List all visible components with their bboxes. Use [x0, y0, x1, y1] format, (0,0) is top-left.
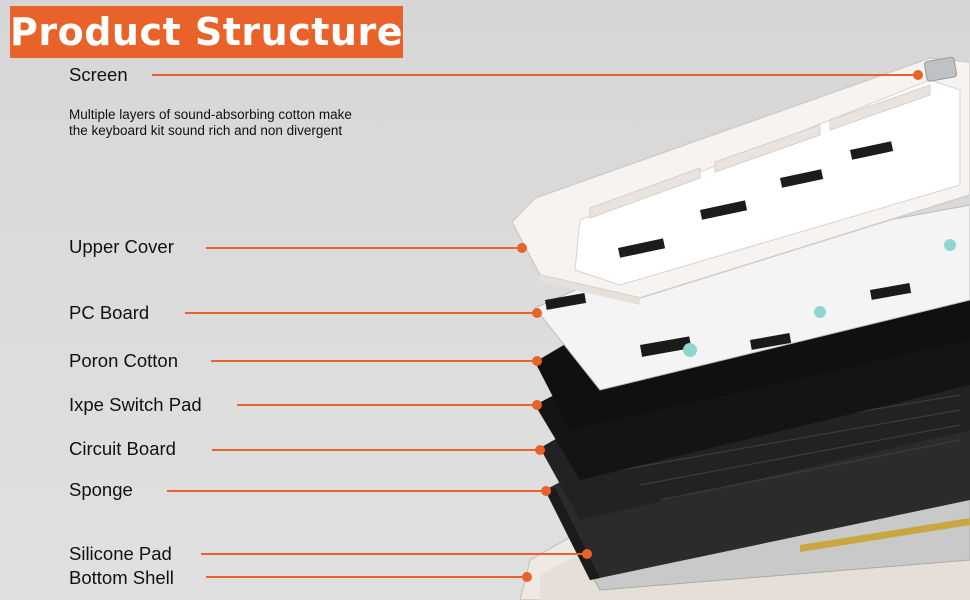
- leader-circuit-board: [212, 449, 539, 451]
- label-ixpe-switch-pad: Ixpe Switch Pad: [69, 394, 202, 415]
- leader-upper-cover: [206, 247, 522, 249]
- label-sponge: Sponge: [69, 479, 133, 500]
- dot-bottom-shell: [522, 572, 532, 582]
- leader-ixpe-switch-pad: [237, 404, 537, 406]
- dot-silicone-pad: [582, 549, 592, 559]
- leader-sponge: [167, 490, 546, 492]
- dot-pc-board: [532, 308, 542, 318]
- leader-pc-board: [185, 312, 537, 314]
- label-circuit-board: Circuit Board: [69, 438, 176, 459]
- leader-bottom-shell: [206, 576, 527, 578]
- sound-note-line-1: Multiple layers of sound-absorbing cotto…: [69, 107, 352, 122]
- label-pc-board: PC Board: [69, 302, 150, 323]
- dot-poron-cotton: [532, 356, 542, 366]
- leader-poron-cotton: [211, 360, 537, 362]
- label-screen: Screen: [69, 64, 128, 85]
- sound-note-line-2: the keyboard kit sound rich and non dive…: [69, 123, 343, 138]
- dot-screen: [913, 70, 923, 80]
- label-poron-cotton: Poron Cotton: [69, 350, 179, 371]
- dot-circuit-board: [535, 445, 545, 455]
- label-upper-cover: Upper Cover: [69, 236, 174, 257]
- dot-sponge: [541, 486, 551, 496]
- dot-ixpe-switch-pad: [532, 400, 542, 410]
- sound-note: Multiple layers of sound-absorbing cotto…: [69, 107, 429, 139]
- leader-screen: [152, 74, 918, 76]
- product-structure-title: Product Structure: [10, 6, 403, 58]
- leader-silicone-pad: [201, 553, 587, 555]
- pc-board-part: [534, 154, 970, 391]
- upper-cover-part: [511, 56, 970, 305]
- label-bottom-shell: Bottom Shell: [69, 567, 174, 588]
- dot-upper-cover: [517, 243, 527, 253]
- label-silicone-pad: Silicone Pad: [69, 543, 172, 564]
